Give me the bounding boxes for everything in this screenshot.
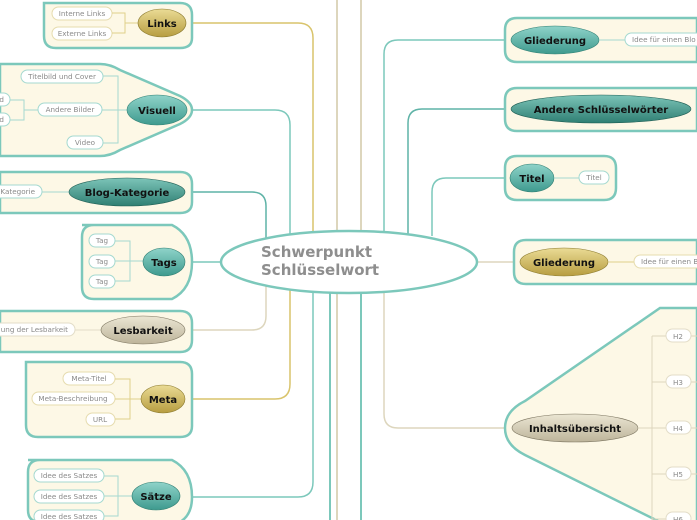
panel-andere-schluesselwoerter: Andere Schlüsselwörter	[503, 86, 697, 133]
leaf-label: Tag	[95, 236, 108, 245]
leaf-box	[665, 328, 692, 343]
leaf-label: Kategorie	[0, 187, 35, 196]
topic-visuell[interactable]	[126, 94, 188, 126]
leaf-box	[578, 170, 610, 185]
topic-links[interactable]	[137, 8, 187, 38]
topic-saetze[interactable]	[131, 481, 181, 511]
topic-tags[interactable]	[142, 247, 186, 277]
panel-gliederung-2: Gliederung Idee für einen B	[512, 238, 697, 286]
topic-andere-schluesselwoerter-label: Andere Schlüsselwörter	[534, 105, 669, 116]
connector-lines	[190, 22, 515, 498]
topic-blog-kategorie-label: Blog-Kategorie	[85, 188, 170, 199]
leaf-box	[665, 374, 692, 389]
topic-meta[interactable]	[140, 384, 186, 414]
leaf-label: Idee des Satzes	[41, 492, 98, 501]
leaf-label: Tag	[95, 257, 108, 266]
panel-meta: Meta-Titel Meta-Beschreibung URL Meta	[24, 360, 194, 439]
topic-inhaltsuebersicht-label: Inhaltsübersicht	[529, 424, 621, 435]
leaf-label: ung der Lesbarkeit	[1, 325, 68, 334]
leaf-label: H5	[673, 470, 683, 479]
panel-saetze: Idee des Satzes Idee des Satzes Idee des…	[26, 458, 194, 520]
leaf-box	[665, 420, 692, 435]
central-topic-line1: Schwerpunkt	[261, 243, 372, 261]
topic-gliederung-1-label: Gliederung	[524, 36, 586, 47]
panel-visuell: Titelbild und Cover Andere Bilder Video …	[0, 62, 194, 158]
leaf-box	[665, 466, 692, 481]
topic-meta-label: Meta	[149, 395, 177, 406]
topic-saetze-label: Sätze	[140, 492, 172, 503]
leaf-label: Interne Links	[59, 9, 106, 18]
leaf-label: Idee des Satzes	[41, 471, 98, 480]
leaf-label: Meta-Titel	[71, 374, 106, 383]
panel-links: Interne Links Externe Links Links	[42, 1, 194, 50]
topic-tags-label: Tags	[151, 258, 176, 269]
leaf-label: URL	[93, 415, 107, 424]
central-topic-line2: Schlüsselwort	[261, 261, 379, 279]
leaf-label: H2	[673, 332, 683, 341]
panel-titel: Titel Titel	[503, 154, 618, 202]
leaf-label: H3	[673, 378, 683, 387]
topic-andere-schluesselwoerter[interactable]	[510, 94, 692, 124]
leaf-label: Titelbild und Cover	[27, 72, 96, 81]
topic-links-label: Links	[147, 19, 177, 30]
leaf-label: Externe Links	[58, 29, 107, 38]
leaf-label: H4	[673, 424, 683, 433]
leaf-label: Titel	[585, 173, 601, 182]
topic-gliederung-2-label: Gliederung	[533, 258, 595, 269]
leaf-label: ild	[0, 115, 4, 124]
leaf-label: Idee des Satzes	[41, 512, 98, 520]
leaf-label: Idee für einen Blo	[632, 35, 696, 44]
leaf-label: Meta-Beschreibung	[38, 394, 107, 403]
leaf-label: H6	[673, 515, 683, 520]
panel-lesbarkeit: ung der Lesbarkeit Lesbarkeit	[0, 309, 194, 354]
leaf-label: Video	[75, 138, 95, 147]
leaf-label: Idee für einen B	[641, 257, 697, 266]
leaf-label: Andere Bilder	[46, 105, 95, 114]
leaf-box	[624, 32, 697, 47]
central-topic[interactable]: Schwerpunkt Schlüsselwort	[219, 229, 479, 295]
panel-blog-kategorie: Kategorie Blog-Kategorie	[0, 170, 194, 215]
topic-lesbarkeit-label: Lesbarkeit	[113, 326, 173, 337]
leaf-box	[665, 511, 692, 520]
leaf-label: Tag	[95, 277, 108, 286]
topic-visuell-label: Visuell	[138, 106, 176, 117]
panel-gliederung-1: Gliederung Idee für einen Blo	[503, 16, 697, 64]
topic-titel-label: Titel	[519, 174, 544, 185]
topic-lesbarkeit[interactable]	[100, 315, 186, 345]
panel-inhaltsuebersicht: Inhaltsübersicht H2 H3 H4 H5 H6	[503, 306, 697, 520]
leaf-box	[633, 254, 697, 269]
panel-tags: Tag Tag Tag Tags	[80, 223, 194, 301]
topic-blog-kategorie[interactable]	[68, 177, 186, 207]
leaf-label: ild	[0, 95, 4, 104]
